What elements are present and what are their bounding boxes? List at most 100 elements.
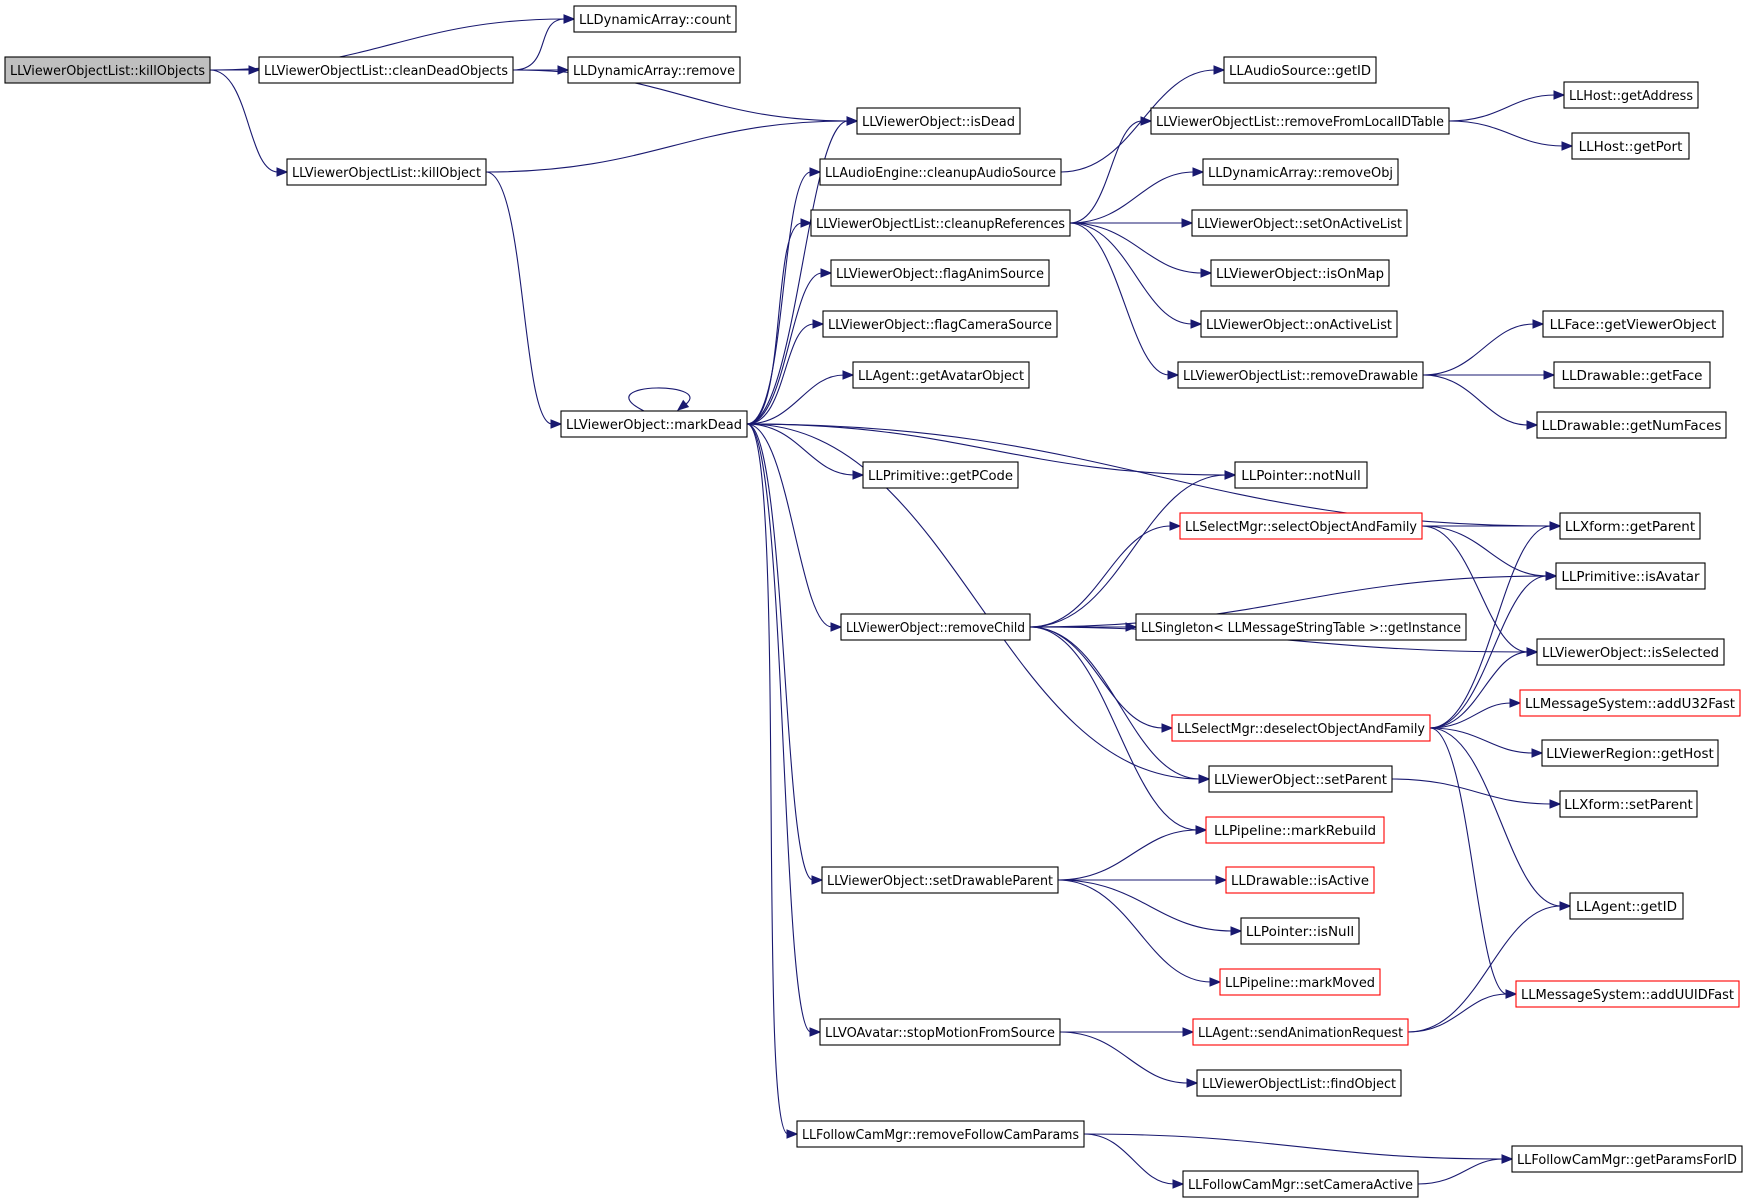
- function-node-getFace[interactable]: LLDrawable::getFace: [1553, 361, 1711, 389]
- node-label: LLMessageSystem::addU32Fast: [1525, 696, 1735, 712]
- node-box: [1511, 1145, 1743, 1173]
- function-node-getPCode[interactable]: LLPrimitive::getPCode: [862, 461, 1019, 489]
- node-label: LLFollowCamMgr::getParamsForID: [1517, 1152, 1737, 1168]
- function-node-markMoved[interactable]: LLPipeline::markMoved: [1219, 968, 1381, 996]
- function-node-notNull[interactable]: LLPointer::notNull: [1234, 461, 1368, 489]
- node-label: LLViewerObjectList::findObject: [1202, 1076, 1396, 1092]
- function-node-killObjects[interactable]: LLViewerObjectList::killObjects: [4, 56, 211, 84]
- node-label: LLViewerObjectList::removeFromLocalIDTab…: [1156, 114, 1444, 130]
- call-edge-markDead-to-removeChild: [746, 423, 843, 632]
- function-node-isOnMap[interactable]: LLViewerObject::isOnMap: [1210, 259, 1390, 287]
- function-node-isDead[interactable]: LLViewerObject::isDead: [856, 107, 1021, 135]
- call-edge-cleanupReferences-to-removeFromLocalIDTable: [1069, 116, 1153, 224]
- function-node-cleanDeadObjects[interactable]: LLViewerObjectList::cleanDeadObjects: [258, 56, 514, 84]
- function-node-markDead[interactable]: LLViewerObject::markDead: [560, 410, 748, 438]
- call-edge-removeDrawable-to-getNumFaces: [1422, 374, 1539, 430]
- function-node-xformGetParent[interactable]: LLXform::getParent: [1559, 512, 1701, 540]
- node-box: [840, 613, 1031, 641]
- call-edge-selectObjectAndFamily-to-xformGetParent: [1422, 521, 1562, 531]
- function-node-isAvatar[interactable]: LLPrimitive::isAvatar: [1555, 562, 1706, 590]
- function-node-findObject[interactable]: LLViewerObjectList::findObject: [1196, 1069, 1402, 1097]
- node-label: LLPipeline::markRebuild: [1214, 823, 1376, 839]
- function-node-xformSetParent[interactable]: LLXform::setParent: [1559, 790, 1698, 818]
- function-node-setDrawableParent[interactable]: LLViewerObject::setDrawableParent: [821, 866, 1059, 894]
- function-node-getAddress[interactable]: LLHost::getAddress: [1563, 81, 1699, 109]
- node-label: LLViewerObjectList::cleanupReferences: [816, 216, 1065, 232]
- call-edge-killObjects-to-killObject: [209, 69, 289, 177]
- function-node-removeChild[interactable]: LLViewerObject::removeChild: [840, 613, 1031, 641]
- function-node-onActiveList[interactable]: LLViewerObject::onActiveList: [1200, 310, 1398, 338]
- node-box: [1223, 56, 1377, 84]
- function-node-setParent[interactable]: LLViewerObject::setParent: [1208, 765, 1393, 793]
- call-edge-markDead-to-getPCode: [746, 423, 865, 480]
- node-box: [1563, 81, 1699, 109]
- function-node-getAvatarObject[interactable]: LLAgent::getAvatarObject: [852, 361, 1030, 389]
- function-node-killObject[interactable]: LLViewerObjectList::killObject: [286, 158, 487, 186]
- function-node-markRebuild[interactable]: LLPipeline::markRebuild: [1205, 816, 1385, 844]
- node-label: LLViewerObjectList::removeDrawable: [1183, 368, 1418, 384]
- function-node-getParamsForID[interactable]: LLFollowCamMgr::getParamsForID: [1511, 1145, 1743, 1173]
- function-node-isNull[interactable]: LLPointer::isNull: [1240, 917, 1360, 945]
- node-label: LLDrawable::getFace: [1562, 368, 1703, 384]
- function-node-flagAnimSource[interactable]: LLViewerObject::flagAnimSource: [830, 259, 1050, 287]
- function-node-addU32Fast[interactable]: LLMessageSystem::addU32Fast: [1519, 689, 1741, 717]
- node-label: LLXform::setParent: [1564, 797, 1693, 813]
- function-node-stopMotionFromSource[interactable]: LLVOAvatar::stopMotionFromSource: [819, 1018, 1061, 1046]
- function-node-removeObj[interactable]: LLDynamicArray::removeObj: [1202, 158, 1399, 186]
- function-node-audioGetID[interactable]: LLAudioSource::getID: [1223, 56, 1377, 84]
- node-box: [821, 866, 1059, 894]
- node-box: [810, 209, 1071, 237]
- function-node-getNumFaces[interactable]: LLDrawable::getNumFaces: [1536, 411, 1727, 439]
- node-box: [1515, 980, 1740, 1008]
- call-edge-cleanDeadObjects-to-daCount: [512, 14, 576, 71]
- function-node-removeFromLocalIDTable[interactable]: LLViewerObjectList::removeFromLocalIDTab…: [1150, 107, 1450, 135]
- function-node-daCount[interactable]: LLDynamicArray::count: [573, 5, 737, 33]
- node-box: [1179, 512, 1423, 540]
- function-node-getInstance[interactable]: LLSingleton< LLMessageStringTable >::get…: [1135, 613, 1467, 641]
- node-box: [830, 259, 1050, 287]
- function-node-removeFollowCamParams[interactable]: LLFollowCamMgr::removeFollowCamParams: [796, 1120, 1085, 1148]
- function-node-cleanupReferences[interactable]: LLViewerObjectList::cleanupReferences: [810, 209, 1071, 237]
- node-box: [1225, 866, 1375, 894]
- call-edge-removeFollowCamParams-to-getParamsForID: [1083, 1133, 1514, 1164]
- function-node-getHost[interactable]: LLViewerRegion::getHost: [1541, 739, 1719, 767]
- function-node-removeDrawable[interactable]: LLViewerObjectList::removeDrawable: [1177, 361, 1424, 389]
- function-node-deselectObjectAndFamily[interactable]: LLSelectMgr::deselectObjectAndFamily: [1171, 714, 1431, 742]
- call-edge-stopMotionFromSource-to-sendAnimationRequest: [1059, 1027, 1195, 1037]
- node-box: [1182, 1170, 1419, 1198]
- node-label: LLAgent::sendAnimationRequest: [1198, 1025, 1403, 1041]
- node-box: [1196, 1069, 1402, 1097]
- node-label: LLViewerObject::isSelected: [1542, 645, 1719, 661]
- call-edge-removeChild-to-setParent: [1029, 626, 1211, 784]
- call-edge-markDead-to-cleanupAudioSource: [746, 167, 822, 425]
- function-node-setCameraActive[interactable]: LLFollowCamMgr::setCameraActive: [1182, 1170, 1419, 1198]
- function-node-flagCameraSource[interactable]: LLViewerObject::flagCameraSource: [822, 310, 1058, 338]
- call-edge-deselectObjectAndFamily-to-getHost: [1429, 727, 1544, 758]
- call-edge-cleanupReferences-to-removeDrawable: [1069, 222, 1180, 380]
- call-edge-sendAnimationRequest-to-addUUIDFast: [1407, 989, 1518, 1033]
- function-node-sendAnimationRequest[interactable]: LLAgent::sendAnimationRequest: [1192, 1018, 1409, 1046]
- call-edge-markDead-to-cleanupReferences: [746, 218, 813, 425]
- node-box: [1240, 917, 1360, 945]
- node-label: LLViewerObjectList::killObjects: [10, 63, 205, 79]
- function-node-getViewerObject[interactable]: LLFace::getViewerObject: [1542, 310, 1724, 338]
- call-edge-markDead-to-stopMotionFromSource: [746, 423, 822, 1037]
- node-box: [1208, 765, 1393, 793]
- function-node-addUUIDFast[interactable]: LLMessageSystem::addUUIDFast: [1515, 980, 1740, 1008]
- node-label: LLViewerObject::flagCameraSource: [828, 317, 1052, 333]
- node-box: [4, 56, 211, 84]
- function-node-cleanupAudioSource[interactable]: LLAudioEngine::cleanupAudioSource: [819, 158, 1062, 186]
- function-node-getPort[interactable]: LLHost::getPort: [1571, 132, 1690, 160]
- function-node-agentGetID[interactable]: LLAgent::getID: [1569, 892, 1684, 920]
- call-edges: [209, 14, 1574, 1189]
- function-node-setOnActiveList[interactable]: LLViewerObject::setOnActiveList: [1191, 209, 1408, 237]
- node-box: [1541, 739, 1719, 767]
- function-node-isSelected[interactable]: LLViewerObject::isSelected: [1536, 638, 1725, 666]
- function-node-selectObjectAndFamily[interactable]: LLSelectMgr::selectObjectAndFamily: [1179, 512, 1423, 540]
- node-label: LLViewerObject::setParent: [1214, 772, 1387, 788]
- function-node-isActive[interactable]: LLDrawable::isActive: [1225, 866, 1375, 894]
- function-node-daRemove[interactable]: LLDynamicArray::remove: [567, 56, 741, 84]
- node-label: LLDynamicArray::count: [579, 12, 731, 28]
